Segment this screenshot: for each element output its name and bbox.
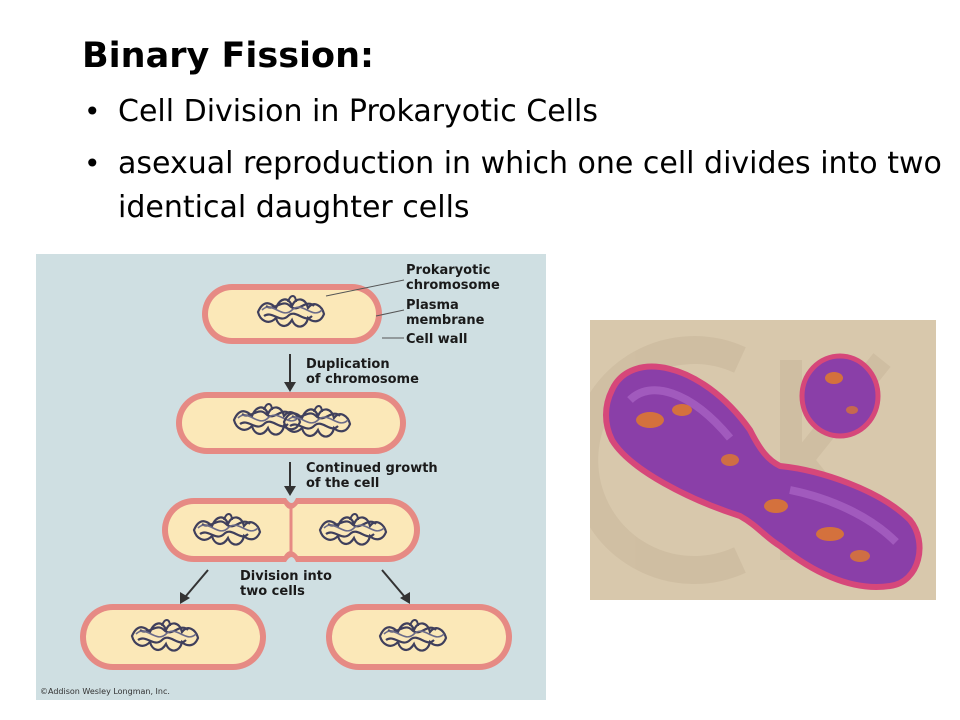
label-prokaryotic: Prokaryotic bbox=[406, 263, 490, 278]
copyright-text: ©Addison Wesley Longman, Inc. bbox=[40, 687, 170, 696]
label-chromosome: chromosome bbox=[406, 278, 500, 293]
arrowhead-growth bbox=[284, 486, 296, 496]
arrow-division-left bbox=[185, 569, 209, 597]
cell-original bbox=[202, 284, 382, 344]
bacterium-micrograph bbox=[590, 320, 936, 600]
cell-duplicated bbox=[176, 392, 406, 454]
bullet-item: • asexual reproduction in which one cell… bbox=[84, 142, 944, 230]
arrowhead-division-right bbox=[400, 592, 410, 604]
orange-spot bbox=[850, 550, 870, 562]
daughter-cell-right bbox=[326, 604, 512, 670]
orange-spot bbox=[721, 454, 739, 466]
orange-spot bbox=[672, 404, 692, 416]
bullet-item: • Cell Division in Prokaryotic Cells bbox=[84, 90, 944, 134]
small-cell bbox=[799, 353, 881, 439]
label-of-chromosome: of chromosome bbox=[306, 372, 419, 387]
label-of-the-cell: of the cell bbox=[306, 476, 379, 491]
bullet-marker: • bbox=[84, 95, 101, 128]
slide-title: Binary Fission: bbox=[82, 36, 374, 76]
binary-fission-diagram: Prokaryotic chromosome Plasma membrane C… bbox=[36, 254, 546, 700]
cell-elongated bbox=[162, 498, 420, 562]
label-duplication: Duplication bbox=[306, 357, 390, 372]
label-plasma: Plasma bbox=[406, 298, 459, 313]
bullet-marker: • bbox=[84, 147, 101, 180]
diagram-svg: Prokaryotic chromosome Plasma membrane C… bbox=[40, 263, 512, 696]
arrow-division-right bbox=[381, 569, 405, 597]
label-two-cells: two cells bbox=[240, 584, 305, 599]
arrowhead-division-left bbox=[180, 592, 190, 604]
micrograph-svg bbox=[590, 336, 923, 590]
arrowhead-duplication bbox=[284, 382, 296, 392]
dividing-cell bbox=[603, 363, 923, 590]
bullet-list: • Cell Division in Prokaryotic Cells • a… bbox=[84, 90, 944, 238]
leader-line-membrane bbox=[375, 309, 405, 317]
orange-spot bbox=[764, 499, 788, 513]
label-division-into: Division into bbox=[240, 569, 332, 584]
label-membrane: membrane bbox=[406, 313, 485, 328]
orange-spot bbox=[816, 527, 844, 541]
bullet-text: asexual reproduction in which one cell d… bbox=[118, 146, 942, 225]
bullet-text: Cell Division in Prokaryotic Cells bbox=[118, 94, 598, 129]
orange-spot bbox=[636, 412, 664, 428]
leader-line-chromosome bbox=[325, 279, 405, 297]
daughter-cell-left bbox=[80, 604, 266, 670]
label-continued-growth: Continued growth bbox=[306, 461, 438, 476]
label-cell-wall: Cell wall bbox=[406, 332, 468, 347]
